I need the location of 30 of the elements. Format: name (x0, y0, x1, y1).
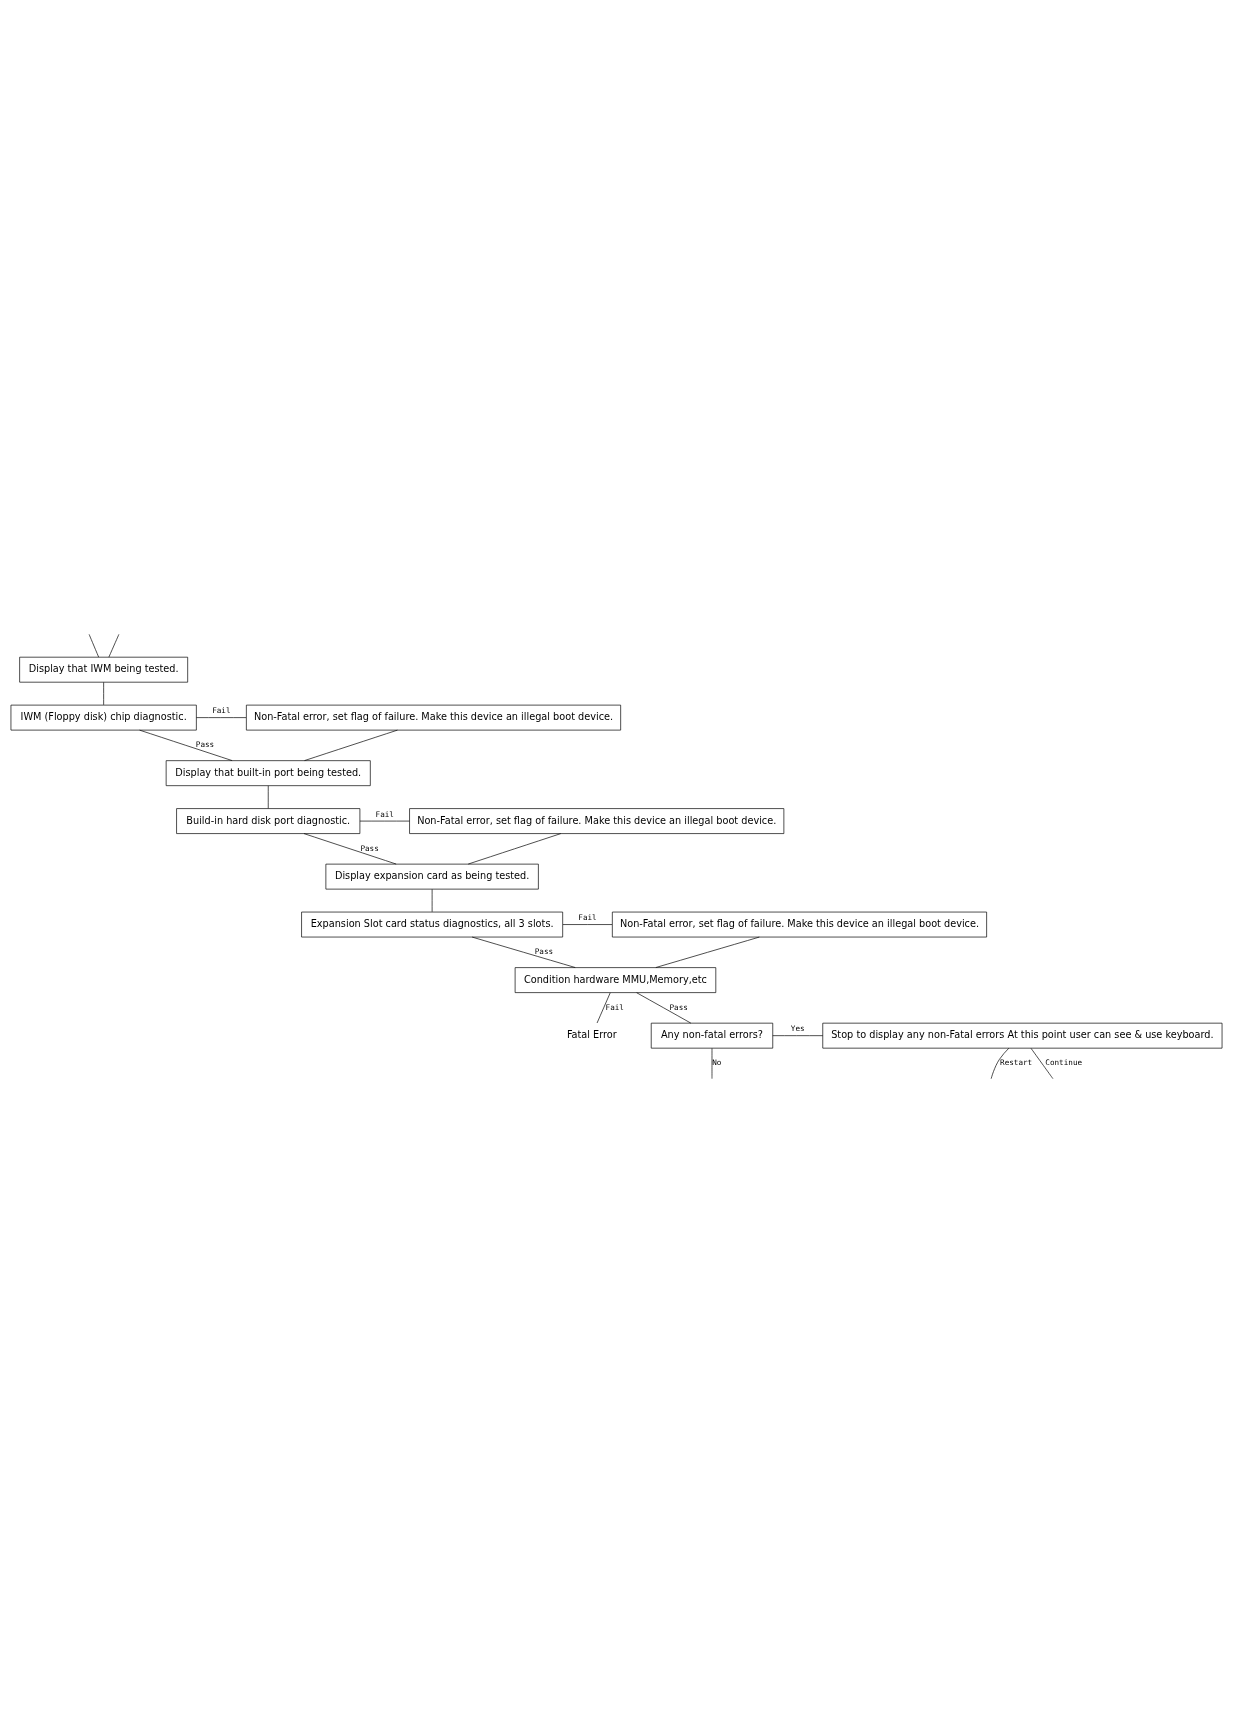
node-box: Expansion Slot card status diagnostics, all 3 slots. (301, 911, 564, 938)
node-box: Non-Fatal error, set flag of failure. Make this device an illegal boot device. (409, 808, 785, 834)
connector (267, 785, 269, 809)
node-box: Display that built-in port being tested. (165, 760, 371, 786)
node-box: Any non-fatal errors? (650, 1022, 774, 1049)
connector (655, 936, 760, 968)
node-text: Fatal Error (566, 1029, 617, 1041)
connector (1030, 1048, 1054, 1079)
connector (196, 717, 247, 718)
node-box: Condition hardware MMU,Memory,etc (514, 967, 717, 993)
connector (88, 634, 99, 658)
node-box: Display that IWM being tested. (19, 656, 189, 683)
connector (139, 729, 233, 761)
connector (303, 833, 397, 865)
node-box: Stop to display any non-Fatal errors At this point user can see & use keyboard. (822, 1022, 1223, 1049)
connector (990, 1047, 1010, 1080)
connector (636, 992, 692, 1024)
node-box: Display expansion card as being tested. (325, 863, 539, 890)
node-box: Build-in hard disk port diagnostic. (176, 808, 361, 834)
connector (103, 682, 104, 706)
connector (596, 992, 611, 1024)
connector (562, 924, 613, 925)
connector (304, 729, 398, 761)
node-box: Non-Fatal error, set flag of failure. Make this device an illegal boot device. (612, 911, 987, 938)
connector (772, 1035, 824, 1036)
connector (471, 936, 576, 968)
node-box: IWM (Floppy disk) chip diagnostic. (10, 704, 197, 731)
connector (359, 820, 410, 822)
node-box: Non-Fatal error, set flag of failure. Make this device an illegal boot device. (246, 704, 621, 731)
connector (467, 833, 562, 865)
